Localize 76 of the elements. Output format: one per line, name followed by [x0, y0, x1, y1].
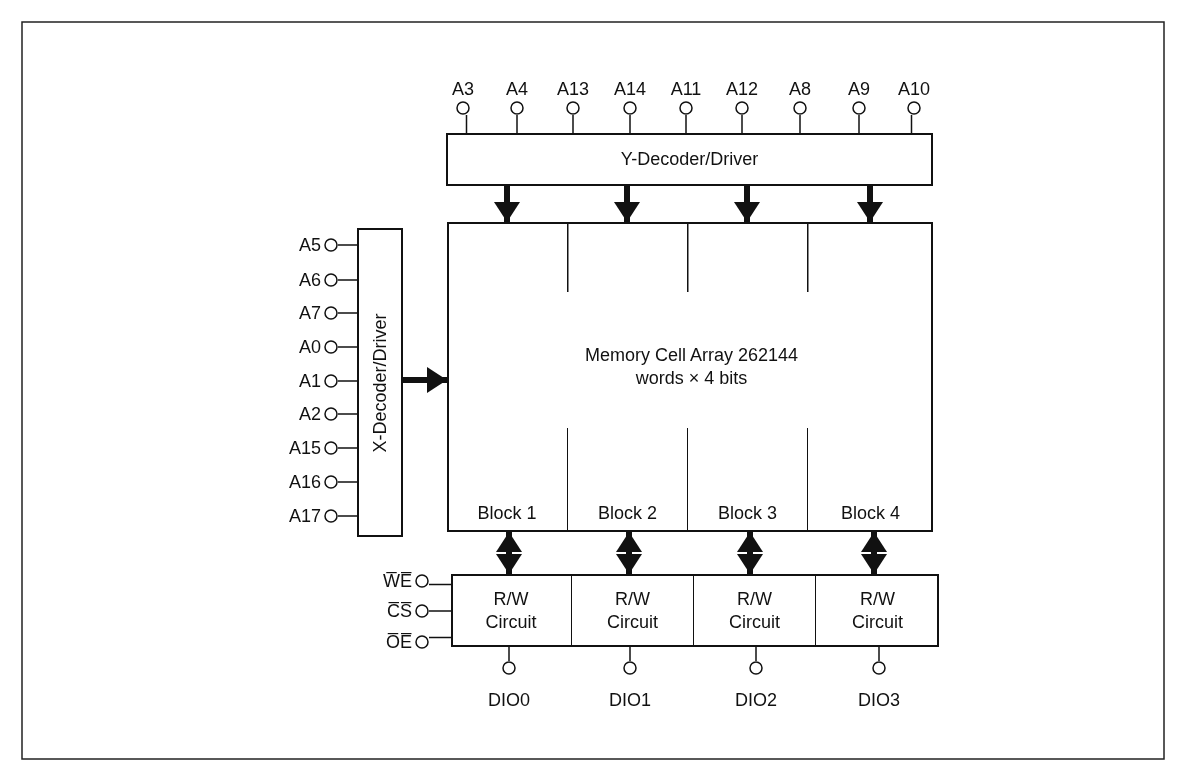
pin-label: DIO0 [488, 688, 530, 711]
connector-line [572, 114, 574, 134]
block-label: Block 3 [717, 501, 778, 524]
circuit-label: R/W Circuit [728, 588, 781, 633]
connector-line [878, 646, 880, 662]
pin-label: O̅E̅ [386, 630, 412, 654]
connector-line [629, 114, 631, 134]
pin-label: DIO2 [735, 688, 777, 711]
connector-line [337, 413, 358, 415]
connector-line [428, 583, 452, 586]
block-label: Block 1 [476, 501, 538, 524]
memory-block [687, 428, 807, 532]
connector-line [337, 515, 358, 517]
circuit-label: R/W Circuit [484, 588, 538, 633]
decoder-label: Y-Decoder/Driver [620, 148, 759, 171]
connector-line [508, 646, 510, 662]
pin-label: A9 [848, 78, 870, 101]
arrow [494, 186, 520, 222]
pin-label: C̅S̅ [387, 599, 412, 623]
memory-block [567, 428, 687, 532]
pin-label: A1 [298, 369, 321, 393]
block-label: Block 2 [597, 501, 658, 524]
pin-label: A15 [288, 436, 321, 460]
connector-line [337, 481, 358, 483]
pin-label: A11 [670, 78, 702, 101]
double-arrow [496, 532, 522, 574]
pin-label: DIO1 [609, 688, 651, 711]
connector-line [858, 114, 860, 134]
connector-line [741, 114, 743, 134]
memory-array-box [447, 222, 933, 532]
connector-line [337, 447, 358, 449]
arrow [614, 186, 640, 222]
connector-line [337, 279, 358, 281]
connector-line [337, 380, 358, 382]
decoder-box [357, 228, 403, 537]
connector-line [465, 114, 468, 134]
arrow [734, 186, 760, 222]
pin-label: A3 [452, 78, 474, 101]
pin-label: A17 [288, 504, 321, 528]
connector-line [337, 312, 358, 314]
circuit-label: R/W Circuit [851, 588, 904, 633]
decoder-box [446, 133, 933, 186]
block-label: Block 4 [840, 501, 901, 524]
arrow [403, 367, 447, 393]
memory-block [807, 428, 933, 532]
pin-label: A16 [288, 470, 321, 494]
connector-line [428, 610, 452, 612]
pin-label: A10 [898, 78, 930, 101]
double-arrow [737, 532, 763, 574]
decoder-label: X-Decoder/Driver [368, 313, 391, 452]
circuit-label: R/W Circuit [606, 588, 659, 633]
connector-line [685, 114, 687, 134]
arrow [857, 186, 883, 222]
double-arrow [616, 532, 642, 574]
array-label: Memory Cell Array 262144 words × 4 bits [583, 344, 800, 389]
pin-label: A5 [298, 233, 321, 257]
pin-label: A13 [557, 78, 589, 101]
pin-label: DIO3 [858, 688, 900, 711]
pin-label: A14 [614, 78, 646, 101]
connector-line [337, 346, 358, 348]
connector-line [428, 636, 452, 639]
pin-label: A8 [789, 78, 811, 101]
circuit-row-box [451, 574, 939, 647]
double-arrow [861, 532, 887, 574]
connector-line [516, 114, 518, 134]
pin-label: A6 [298, 268, 321, 292]
connector-line [755, 646, 757, 662]
connector-line [799, 114, 801, 134]
pin-label: A12 [726, 78, 758, 101]
pin-label: A4 [506, 78, 528, 101]
connector-line [337, 244, 358, 246]
pin-label: A0 [298, 335, 321, 359]
pin-label: W̅E̅ [383, 569, 412, 593]
pin-label: A2 [298, 402, 321, 426]
connector-line [629, 646, 631, 662]
pin-label: A7 [298, 301, 321, 325]
